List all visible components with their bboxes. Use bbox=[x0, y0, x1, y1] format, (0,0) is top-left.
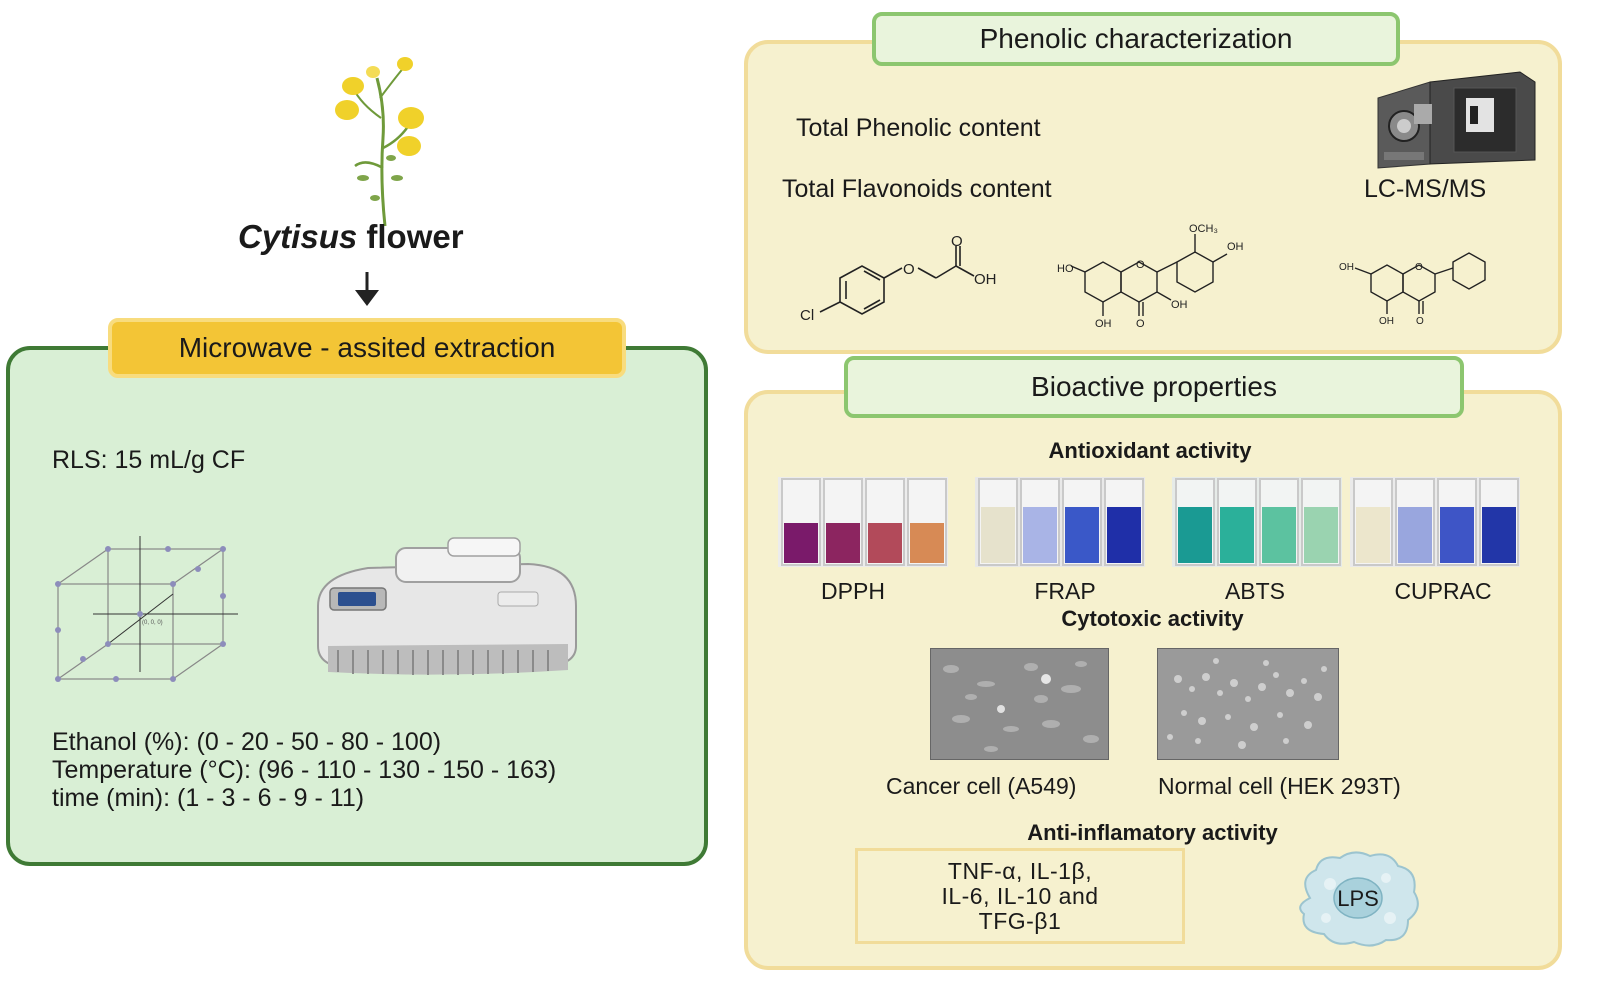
mol1-label-o2: O bbox=[951, 233, 963, 250]
abts-tubes-photo bbox=[1172, 477, 1342, 567]
lps-label: LPS bbox=[1337, 886, 1379, 911]
normal-cell-micrograph bbox=[1157, 648, 1339, 760]
extraction-title-text: Microwave - assited extraction bbox=[178, 332, 556, 363]
total-flavonoids-label: Total Flavonoids content bbox=[782, 175, 1052, 203]
assay-label-abts: ABTS bbox=[1224, 578, 1286, 604]
cuprac-tubes-photo bbox=[1350, 477, 1520, 567]
lcms-instrument-illustration bbox=[1377, 71, 1536, 169]
cytisus-flower-illustration bbox=[335, 57, 424, 227]
phenolic-title-text: Phenolic characterization bbox=[979, 23, 1293, 54]
flower-caption-rest: flower bbox=[357, 218, 464, 255]
antioxidant-title: Antioxidant activity bbox=[1048, 438, 1252, 463]
mol2-label-o-ring: O bbox=[1136, 259, 1145, 271]
cube-center-label: (0, 0, 0) bbox=[142, 620, 163, 626]
factor-ethanol: Ethanol (%): (0 - 20 - 50 - 80 - 100) bbox=[52, 728, 442, 756]
mol2-label-och3: OCH₃ bbox=[1189, 223, 1218, 235]
cell-label-cancer: Cancer cell (A549) bbox=[886, 773, 1077, 799]
molecule-chlorophenoxyacetic-acid: O O OH Cl bbox=[800, 233, 997, 324]
mol2-label-o-keto: O bbox=[1136, 318, 1145, 330]
dpph-tubes-photo bbox=[778, 477, 948, 567]
total-phenolic-label: Total Phenolic content bbox=[796, 114, 1041, 142]
extraction-title: Microwave - assited extraction bbox=[108, 318, 626, 378]
phenolic-title: Phenolic characterization bbox=[872, 12, 1400, 66]
cytokine-line-1: TNF-α, IL-1β, bbox=[947, 857, 1093, 884]
mol2-label-oh2: OH bbox=[1095, 318, 1112, 330]
flower-caption: Cytisus flower bbox=[238, 218, 498, 256]
cancer-cell-micrograph bbox=[930, 648, 1109, 760]
rls-value: RLS: 15 mL/g CF bbox=[52, 446, 246, 474]
antiinflammatory-title: Anti-inflamatory activity bbox=[1027, 820, 1278, 845]
molecule-flavone: OH O OH O bbox=[1339, 252, 1486, 327]
factor-time: time (min): (1 - 3 - 6 - 9 - 11) bbox=[52, 784, 365, 812]
mol2-label-ho: HO bbox=[1057, 263, 1074, 275]
macrophage-cell-icon: LPS bbox=[1299, 851, 1419, 947]
mol3-label-oh1: OH bbox=[1339, 262, 1354, 273]
mol3-label-oh2: OH bbox=[1379, 316, 1394, 327]
bioactive-title: Bioactive properties bbox=[844, 356, 1464, 418]
cytokine-box: TNF-α, IL-1β, IL-6, IL-10 and TFG-β1 bbox=[855, 848, 1185, 944]
assay-label-frap: FRAP bbox=[1034, 578, 1096, 604]
bioactive-title-text: Bioactive properties bbox=[1031, 371, 1277, 402]
assay-label-cuprac: CUPRAC bbox=[1394, 578, 1492, 604]
mol2-label-oh1: OH bbox=[1227, 241, 1244, 253]
down-arrow-icon bbox=[355, 272, 379, 306]
mol3-label-o-keto: O bbox=[1416, 316, 1424, 327]
cytokine-line-3: TFG-β1 bbox=[978, 907, 1062, 934]
frap-tubes-photo bbox=[975, 477, 1145, 567]
mol2-label-oh3: OH bbox=[1171, 299, 1188, 311]
mol1-label-cl: Cl bbox=[800, 307, 814, 324]
assay-label-dpph: DPPH bbox=[821, 578, 885, 604]
mol1-label-oh: OH bbox=[974, 271, 997, 288]
microwave-reactor-illustration bbox=[317, 537, 577, 675]
flower-genus: Cytisus bbox=[238, 218, 358, 255]
mol1-label-o: O bbox=[903, 261, 915, 278]
cell-label-normal: Normal cell (HEK 293T) bbox=[1158, 773, 1401, 799]
lcms-label: LC-MS/MS bbox=[1364, 175, 1487, 203]
factor-temperature: Temperature (°C): (96 - 110 - 130 - 150 … bbox=[52, 756, 557, 784]
cytotoxic-title: Cytotoxic activity bbox=[1061, 606, 1244, 631]
mol3-label-o-ring: O bbox=[1415, 262, 1423, 273]
cytokine-line-2: IL-6, IL-10 and bbox=[941, 882, 1099, 909]
molecule-flavonol: OCH₃ OH HO O OH OH O bbox=[1057, 223, 1244, 330]
experimental-design-cube: (0, 0, 0) bbox=[55, 536, 238, 682]
